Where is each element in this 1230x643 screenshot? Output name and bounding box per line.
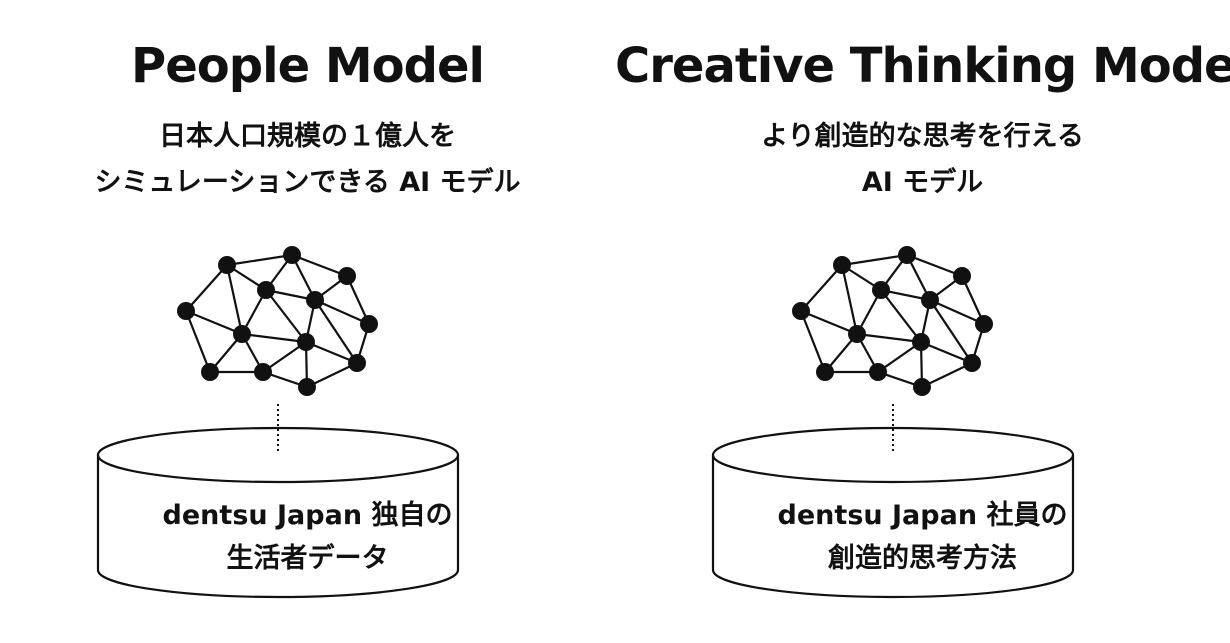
creative-thinking-model-subtitle-line-2: AI モデル [861,167,984,198]
creative-thinking-model-database-line-2: 創造的思考方法 [828,543,1017,574]
creative-thinking-model-panel: Creative Thinking Model より創造的な思考を行える AI … [615,0,1230,643]
creative-thinking-model-database-line-1: dentsu Japan 社員の [777,500,1068,531]
database-cylinder-icon [96,426,460,599]
people-model-graphic [96,246,460,599]
people-model-database-line-1: dentsu Japan 独自の [162,500,453,531]
creative-thinking-model-title: Creative Thinking Model [615,38,1230,94]
creative-thinking-model-subtitle: より創造的な思考を行える AI モデル [615,114,1230,206]
database-cylinder-icon [711,426,1075,599]
people-model-database-label: dentsu Japan 独自の 生活者データ [0,494,615,580]
creative-thinking-model-graphic [711,246,1075,599]
network-nodes [177,246,378,396]
network-nodes [792,246,993,396]
people-model-subtitle-line-2: シミュレーションできる AI モデル [94,167,521,198]
people-model-subtitle: 日本人口規模の１億人を シミュレーションできる AI モデル [0,114,615,206]
people-model-subtitle-line-1: 日本人口規模の１億人を [159,121,456,152]
people-model-title: People Model [131,38,485,94]
creative-thinking-model-database-label: dentsu Japan 社員の 創造的思考方法 [615,494,1230,580]
people-model-database-line-2: 生活者データ [226,543,389,574]
people-model-panel: People Model 日本人口規模の１億人を シミュレーションできる AI … [0,38,615,599]
creative-thinking-model-subtitle-line-1: より創造的な思考を行える [761,121,1084,152]
